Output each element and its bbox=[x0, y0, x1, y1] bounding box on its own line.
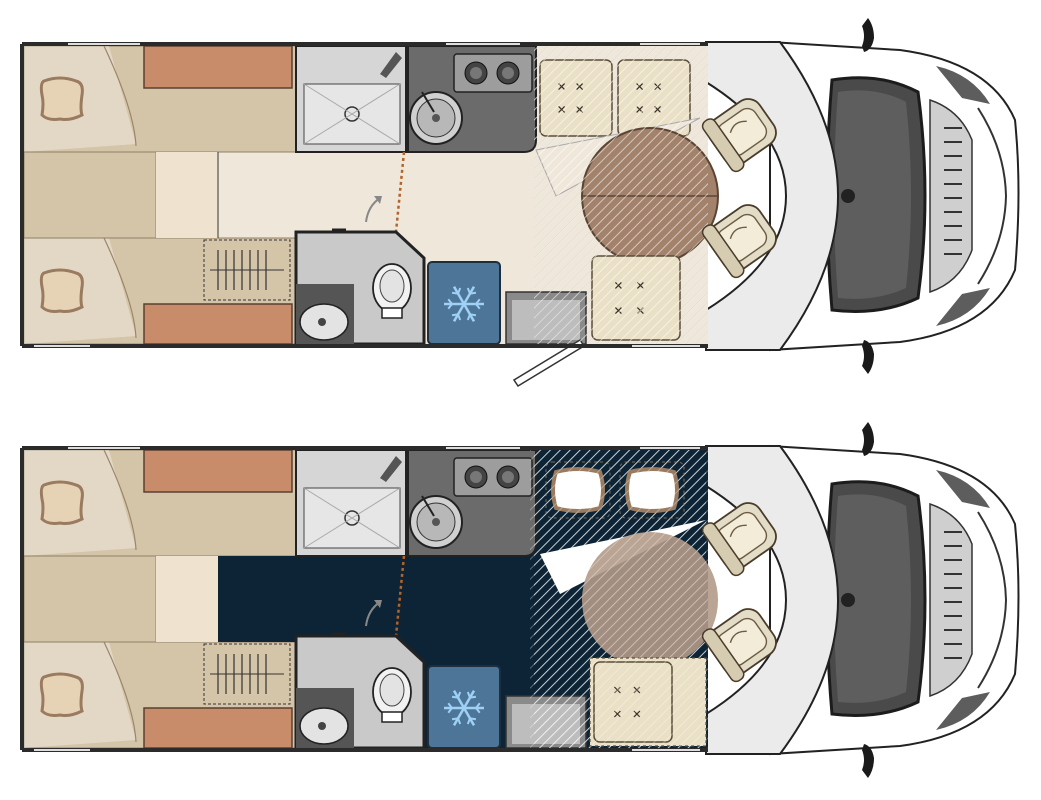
pillow-icon bbox=[39, 672, 84, 717]
mirror-icon bbox=[862, 340, 874, 374]
sink-icon bbox=[409, 495, 463, 549]
kitchen bbox=[407, 449, 537, 557]
shower-icon bbox=[295, 449, 407, 557]
hob-icon bbox=[453, 53, 533, 93]
toilet-icon bbox=[372, 263, 412, 319]
pillow-icon bbox=[39, 480, 84, 525]
sink-icon bbox=[409, 91, 463, 145]
door-arrow-icon bbox=[365, 600, 382, 627]
floorplan-day bbox=[20, 18, 1020, 388]
bed-step bbox=[156, 556, 218, 642]
swivel-seat-icon bbox=[701, 502, 777, 577]
dinette bbox=[530, 450, 718, 748]
washroom-door bbox=[394, 151, 406, 233]
fridge bbox=[427, 261, 501, 345]
bottom-shelf bbox=[143, 303, 293, 345]
bed-step bbox=[156, 152, 218, 238]
swivel-seat-icon bbox=[701, 98, 777, 173]
fridge bbox=[427, 665, 501, 749]
swivel-seat-icon bbox=[701, 608, 777, 683]
mirror-icon bbox=[862, 422, 874, 456]
pillow-icon bbox=[39, 76, 84, 121]
driver-cab bbox=[705, 18, 1020, 374]
top-shelf bbox=[143, 449, 293, 493]
wardrobe-icon bbox=[203, 643, 291, 705]
fridge-snowflake-icon bbox=[444, 690, 484, 726]
dinette bbox=[534, 46, 719, 344]
washroom bbox=[294, 228, 426, 346]
washroom bbox=[294, 632, 426, 750]
pillow-icon bbox=[39, 268, 84, 313]
toilet-icon bbox=[372, 667, 412, 723]
top-shelf bbox=[143, 45, 293, 89]
mirror-icon bbox=[862, 18, 874, 52]
door-arrow-icon bbox=[365, 196, 382, 223]
bed-middle bbox=[23, 151, 157, 239]
wardrobe-icon bbox=[203, 239, 291, 301]
driver-cab bbox=[705, 422, 1020, 778]
floor-night bbox=[218, 556, 296, 642]
fridge-snowflake-icon bbox=[444, 286, 484, 322]
kitchen bbox=[407, 45, 537, 153]
rear-bed-top bbox=[23, 45, 297, 153]
hob-icon bbox=[453, 457, 533, 497]
floorplan-night bbox=[20, 422, 1020, 778]
mirror-icon bbox=[862, 744, 874, 778]
swivel-seat-icon bbox=[701, 204, 777, 279]
bottom-shelf bbox=[143, 707, 293, 749]
bed-middle bbox=[23, 555, 157, 643]
washroom-door bbox=[394, 555, 406, 637]
shower-icon bbox=[295, 45, 407, 153]
